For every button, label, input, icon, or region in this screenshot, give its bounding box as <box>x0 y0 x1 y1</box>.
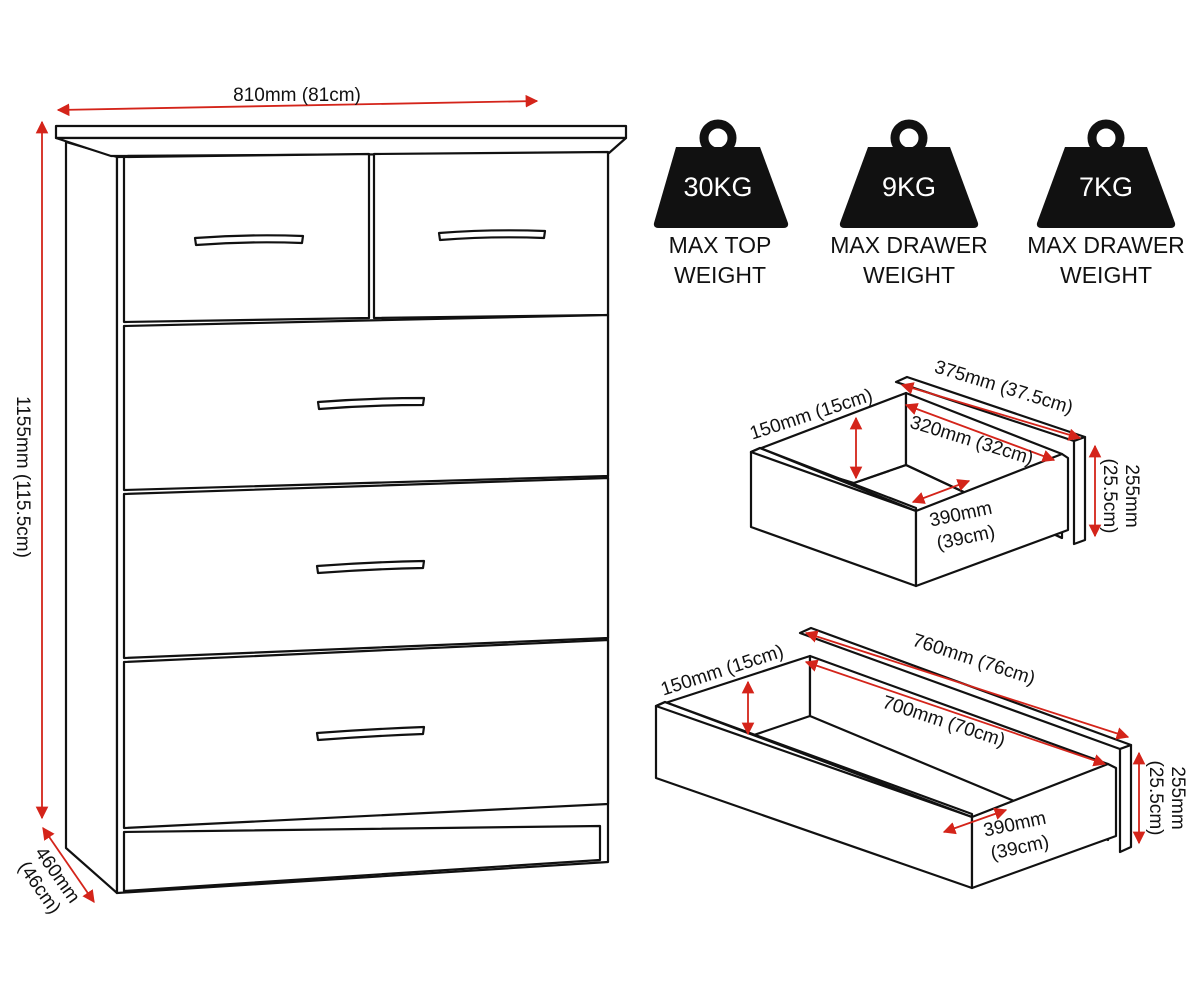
drawer-bottom <box>122 638 610 830</box>
drawer-handle <box>437 229 547 242</box>
weight-value: 9KG <box>882 172 936 202</box>
weight-label-line1: MAX TOP <box>669 232 772 258</box>
small-drawer-front <box>1072 435 1087 546</box>
chest-of-drawers <box>54 124 628 895</box>
drawer-handle <box>315 559 426 575</box>
svg-text:(25.5cm): (25.5cm) <box>1145 761 1166 836</box>
weight-value: 30KG <box>683 172 752 202</box>
small-drawer-inner-length-line <box>904 403 1056 462</box>
weight-value: 7KG <box>1079 172 1133 202</box>
chest-top <box>54 124 628 140</box>
drawer-handle <box>315 725 426 742</box>
weight-label-line2: WEIGHT <box>863 262 955 288</box>
svg-text:255mm: 255mm <box>1121 464 1142 527</box>
weight-label-line2: WEIGHT <box>1060 262 1152 288</box>
chest-plinth <box>122 824 602 893</box>
weight-icon <box>653 119 789 228</box>
weight-9kg: 9KG MAX DRAWER WEIGHT <box>830 119 988 288</box>
drawer-top-left <box>122 152 371 324</box>
svg-text:255mm: 255mm <box>1167 766 1188 829</box>
drawer-third <box>122 476 610 660</box>
drawer-handle <box>316 396 426 411</box>
small-drawer-front-height: 255mm (25.5cm) <box>1099 459 1142 534</box>
weight-7kg: 7KG MAX DRAWER WEIGHT <box>1027 119 1185 288</box>
chest-depth-dimension-line <box>42 826 95 904</box>
weight-30kg: 30KG MAX TOP WEIGHT <box>653 119 789 288</box>
large-drawer-inner-length-line <box>804 659 1107 767</box>
large-drawer-front-height: 255mm (25.5cm) <box>1145 761 1188 836</box>
large-drawer-width-line <box>942 807 1008 835</box>
chest-height-label: 1155mm (115.5cm) <box>12 396 33 558</box>
weight-label-line1: MAX DRAWER <box>1027 232 1185 258</box>
large-drawer-front <box>1118 743 1133 854</box>
drawer-second <box>122 313 610 492</box>
weight-label-line2: WEIGHT <box>674 262 766 288</box>
large-drawer-near-panel <box>970 762 1118 890</box>
weight-icon <box>1036 119 1176 228</box>
drawer-handle <box>193 234 305 247</box>
svg-text:(25.5cm): (25.5cm) <box>1099 459 1120 534</box>
chest-side-panel <box>64 140 119 895</box>
weight-label-line1: MAX DRAWER <box>830 232 988 258</box>
weight-icon <box>839 119 979 228</box>
chest-width-dimension-line <box>56 94 539 117</box>
small-drawer-width-line <box>911 479 971 504</box>
small-drawer-near-panel <box>914 452 1070 588</box>
chest-width-label: 810mm (81cm) <box>233 85 361 106</box>
drawer-top-right <box>372 150 610 320</box>
